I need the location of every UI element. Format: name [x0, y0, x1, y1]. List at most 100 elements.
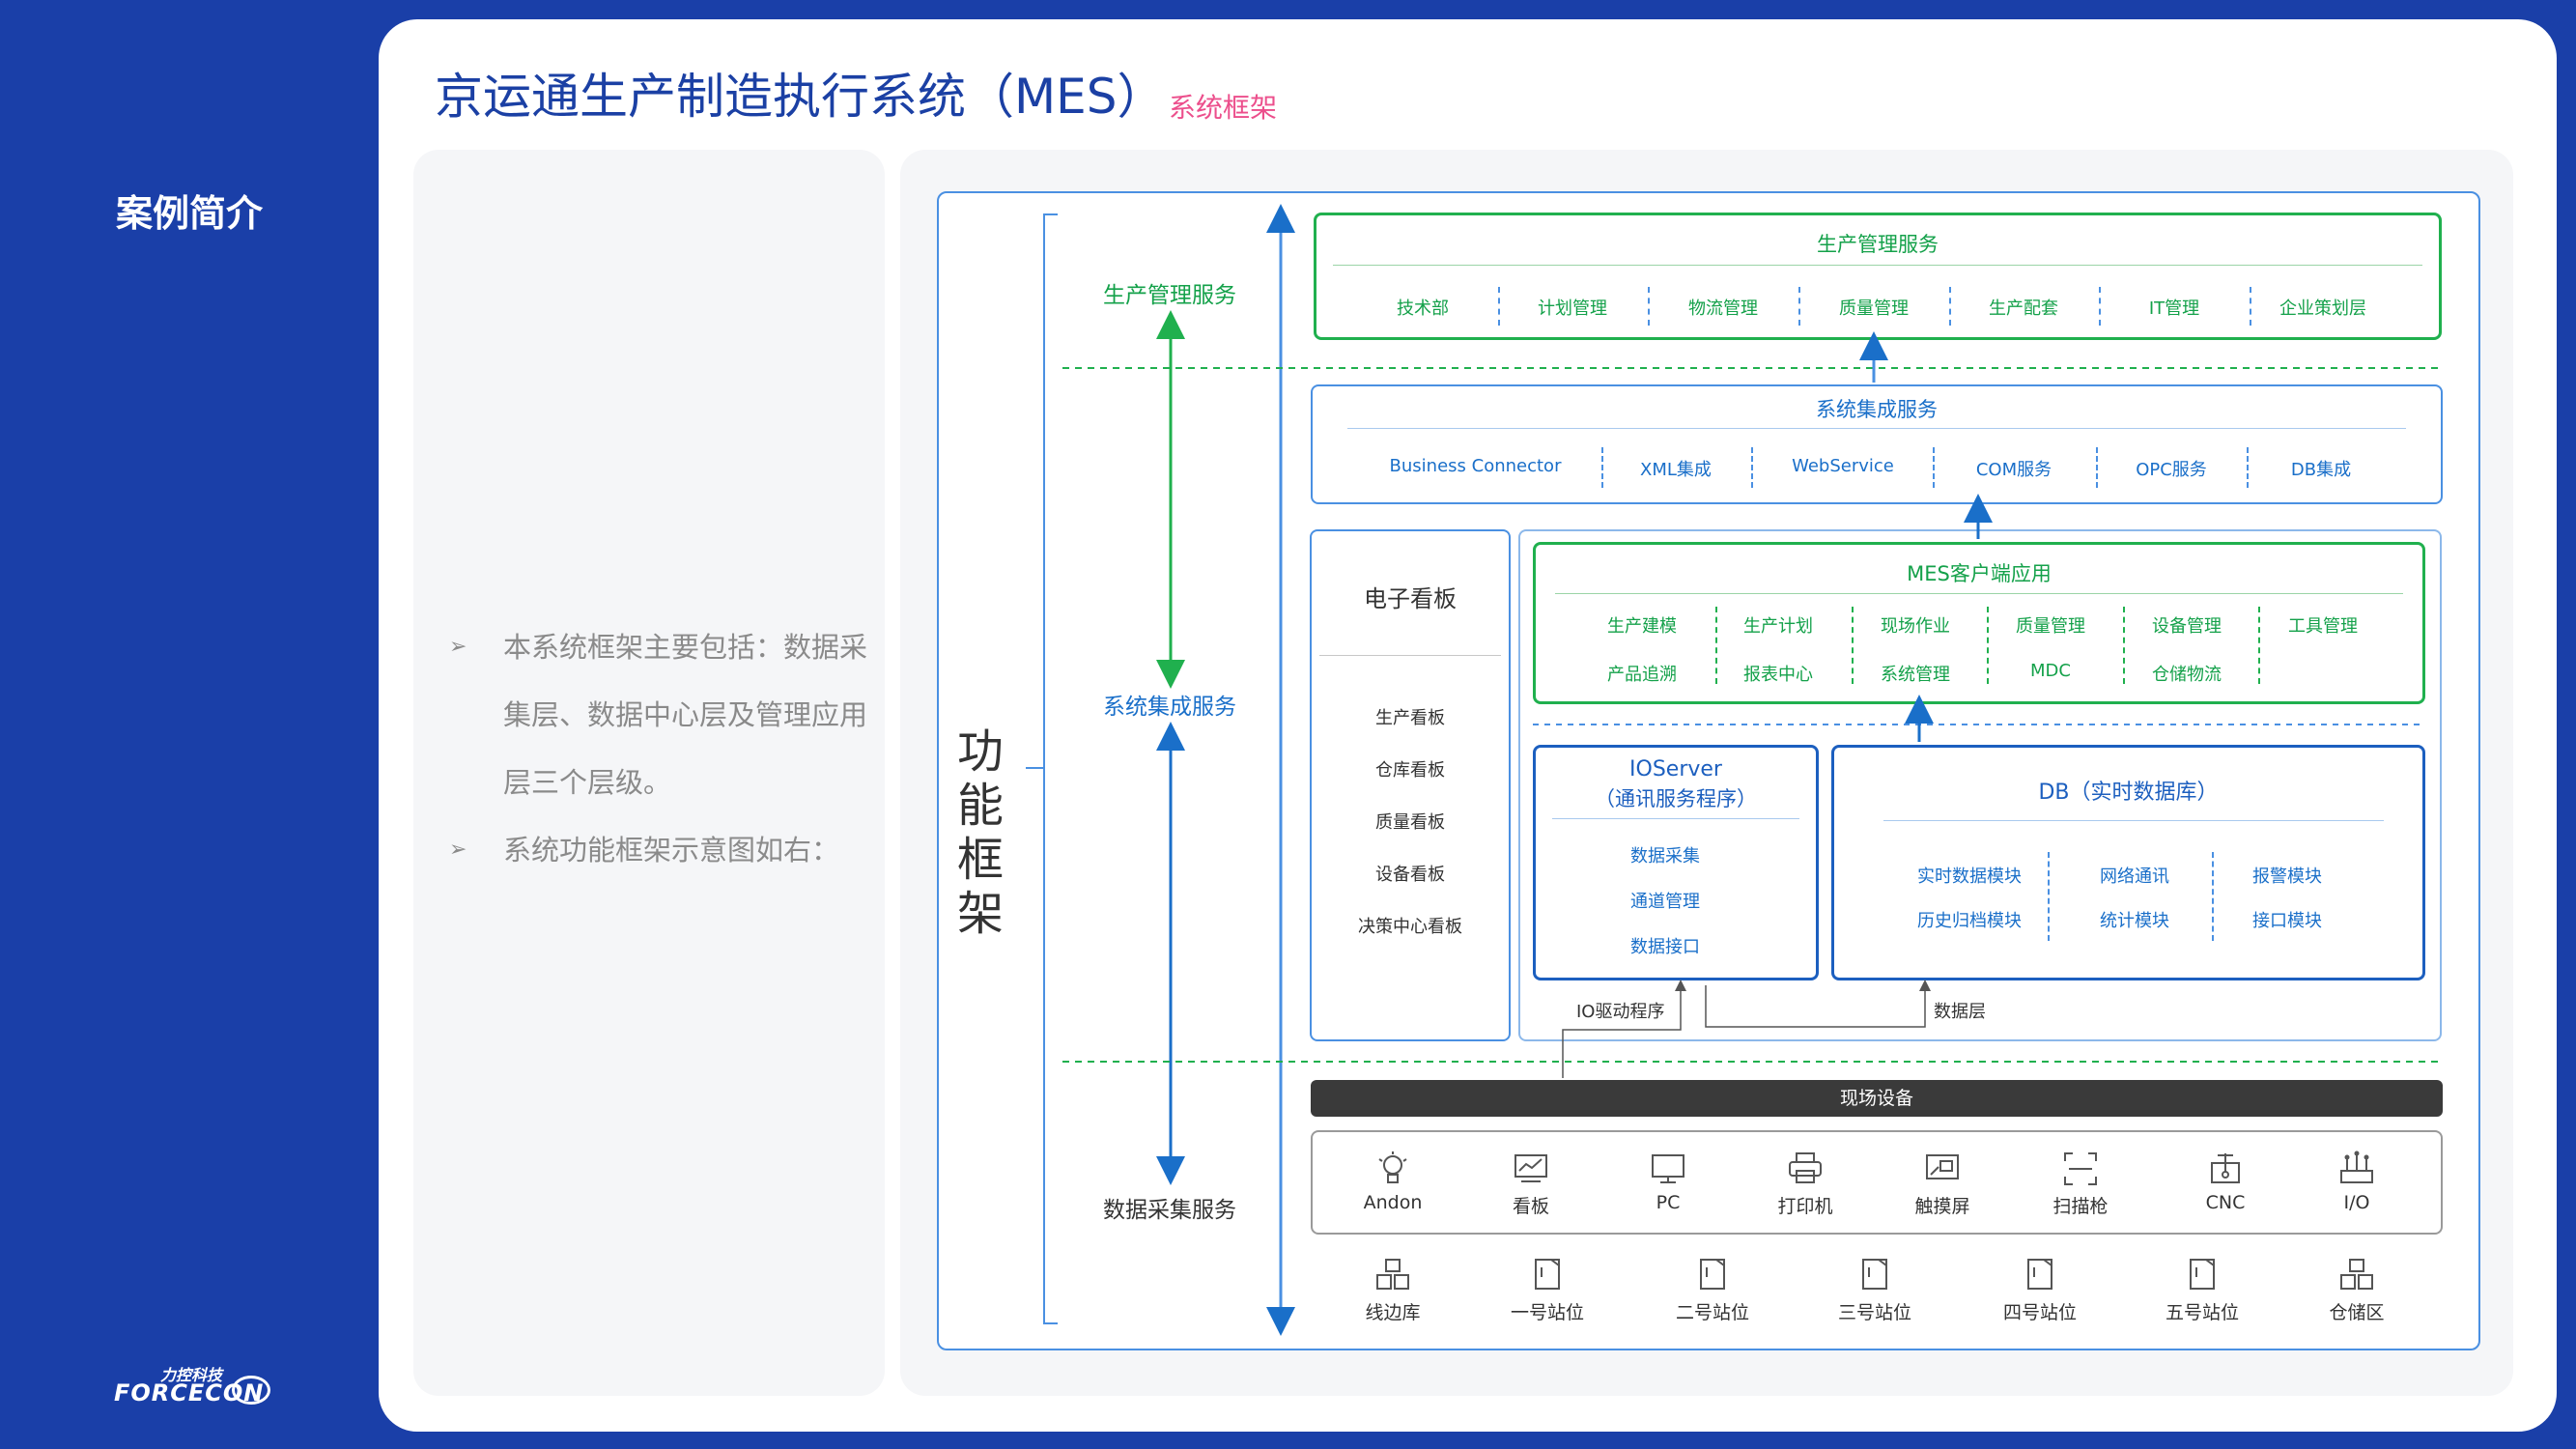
- device-bulb: Andon: [1335, 1150, 1451, 1213]
- db-box: [1831, 745, 2425, 980]
- kanban-title: 电子看板: [1364, 585, 1457, 612]
- kanban-item: 质量看板: [1375, 812, 1445, 833]
- function-framework-title: 功能框架: [956, 724, 1004, 941]
- device-label: CNC: [2205, 1192, 2246, 1213]
- device-monitor: PC: [1610, 1150, 1726, 1213]
- mes-module: MDC: [2030, 661, 2071, 681]
- layer-label-production: 生产管理服务: [1103, 283, 1236, 308]
- mes-module: 系统管理: [1881, 665, 1950, 685]
- separator: [1601, 447, 1603, 488]
- device-label: PC: [1656, 1192, 1681, 1213]
- db-module: 统计模块: [2100, 911, 2169, 931]
- divider: [1347, 428, 2406, 429]
- separator: [2048, 852, 2050, 941]
- divider: [1555, 593, 2403, 594]
- separator: [2212, 852, 2214, 941]
- boxes-icon: [1376, 1259, 1409, 1290]
- layer-label-integration: 系统集成服务: [1103, 695, 1236, 720]
- device-station: 四号站位: [1982, 1256, 2098, 1324]
- touchscreen-icon: [1926, 1154, 1959, 1179]
- integration-service-box: [1311, 384, 2443, 504]
- production-item: 企业策划层: [2279, 298, 2366, 319]
- device-label: 三号站位: [1837, 1302, 1911, 1323]
- device-printer: 打印机: [1747, 1150, 1863, 1218]
- device-label: 线边库: [1365, 1302, 1421, 1323]
- kanban-item: 决策中心看板: [1358, 917, 1462, 937]
- device-board: 看板: [1473, 1150, 1589, 1218]
- ioserver-item: 数据采集: [1630, 846, 1700, 867]
- station-icon: [1535, 1259, 1560, 1290]
- integration-item: WebService: [1792, 456, 1894, 476]
- divider: [1552, 818, 1799, 819]
- station-icon: [1862, 1259, 1887, 1290]
- forcecon-logo: 力控科技 FORCECON: [114, 1362, 278, 1410]
- mes-module: 工具管理: [2288, 616, 2358, 637]
- bullet-text: 系统功能框架示意图如右：: [503, 834, 840, 867]
- page-title: 京运通生产制造执行系统（MES）: [435, 69, 1166, 125]
- separator: [2123, 607, 2125, 684]
- cnc-icon: [2211, 1153, 2240, 1183]
- separator: [1798, 287, 1800, 326]
- separator: [2099, 287, 2101, 326]
- separator: [2250, 287, 2251, 326]
- device-station: 二号站位: [1655, 1256, 1770, 1324]
- db-module: 接口模块: [2252, 911, 2322, 931]
- production-item: 生产配套: [1989, 298, 2058, 319]
- station-icon: [1700, 1259, 1725, 1290]
- monitor-icon: [1652, 1154, 1684, 1183]
- separator: [2258, 607, 2260, 684]
- mes-module: 生产计划: [1743, 616, 1813, 637]
- data-layer-label: 数据层: [1934, 1002, 1986, 1022]
- mes-client-box: [1533, 542, 2425, 704]
- ioserver-subtitle: （通讯服务程序）: [1595, 787, 1757, 810]
- production-item: 质量管理: [1839, 298, 1909, 319]
- divider: [1883, 820, 2384, 821]
- db-title: DB（实时数据库）: [2038, 781, 2219, 805]
- integration-item: DB集成: [2290, 460, 2352, 480]
- integration-item: Business Connector: [1389, 456, 1562, 476]
- mes-module: 生产建模: [1607, 616, 1677, 637]
- logo-ring-icon: [232, 1376, 270, 1405]
- bulb-icon: [1378, 1151, 1407, 1183]
- integration-item: XML集成: [1640, 460, 1712, 480]
- mes-module: 仓储物流: [2152, 665, 2222, 685]
- mes-module: 设备管理: [2152, 616, 2222, 637]
- mes-module: 质量管理: [2016, 616, 2085, 637]
- separator: [1987, 607, 1989, 684]
- device-label: 五号站位: [2165, 1302, 2239, 1323]
- ioserver-item: 通道管理: [1630, 892, 1700, 912]
- field-devices-bar: 现场设备: [1311, 1080, 2443, 1117]
- device-label: 仓储区: [2329, 1302, 2385, 1323]
- device-label: 触摸屏: [1914, 1196, 1970, 1217]
- mes-module: 产品追溯: [1607, 665, 1677, 685]
- separator: [1498, 287, 1500, 326]
- db-module: 历史归档模块: [1917, 911, 2022, 931]
- station-icon: [2190, 1259, 2215, 1290]
- integration-box-title: 系统集成服务: [1816, 398, 1938, 421]
- production-item: 技术部: [1397, 298, 1449, 319]
- device-label: 四号站位: [2002, 1302, 2077, 1323]
- kanban-item: 生产看板: [1375, 708, 1445, 728]
- device-label: 看板: [1512, 1196, 1549, 1217]
- board-icon: [1514, 1154, 1547, 1182]
- separator: [1949, 287, 1951, 326]
- kanban-item: 设备看板: [1375, 865, 1445, 885]
- io-icon: [2340, 1151, 2373, 1183]
- scanner-icon: [2064, 1152, 2097, 1185]
- separator: [1751, 447, 1753, 488]
- separator: [1715, 607, 1717, 684]
- layer-label-collection: 数据采集服务: [1103, 1198, 1236, 1223]
- device-cnc: CNC: [2167, 1150, 2283, 1213]
- mes-client-title: MES客户端应用: [1907, 562, 2052, 585]
- device-station: 三号站位: [1817, 1256, 1933, 1324]
- device-label: 扫描枪: [2052, 1196, 2109, 1217]
- separator: [1648, 287, 1650, 326]
- io-driver-label: IO驱动程序: [1576, 1002, 1665, 1022]
- production-item: IT管理: [2148, 298, 2200, 319]
- production-box-title: 生产管理服务: [1817, 233, 1939, 256]
- integration-item: OPC服务: [2136, 460, 2207, 480]
- separator: [1852, 607, 1854, 684]
- separator: [1933, 447, 1935, 488]
- mes-module: 现场作业: [1881, 616, 1950, 637]
- station-icon: [2027, 1259, 2052, 1290]
